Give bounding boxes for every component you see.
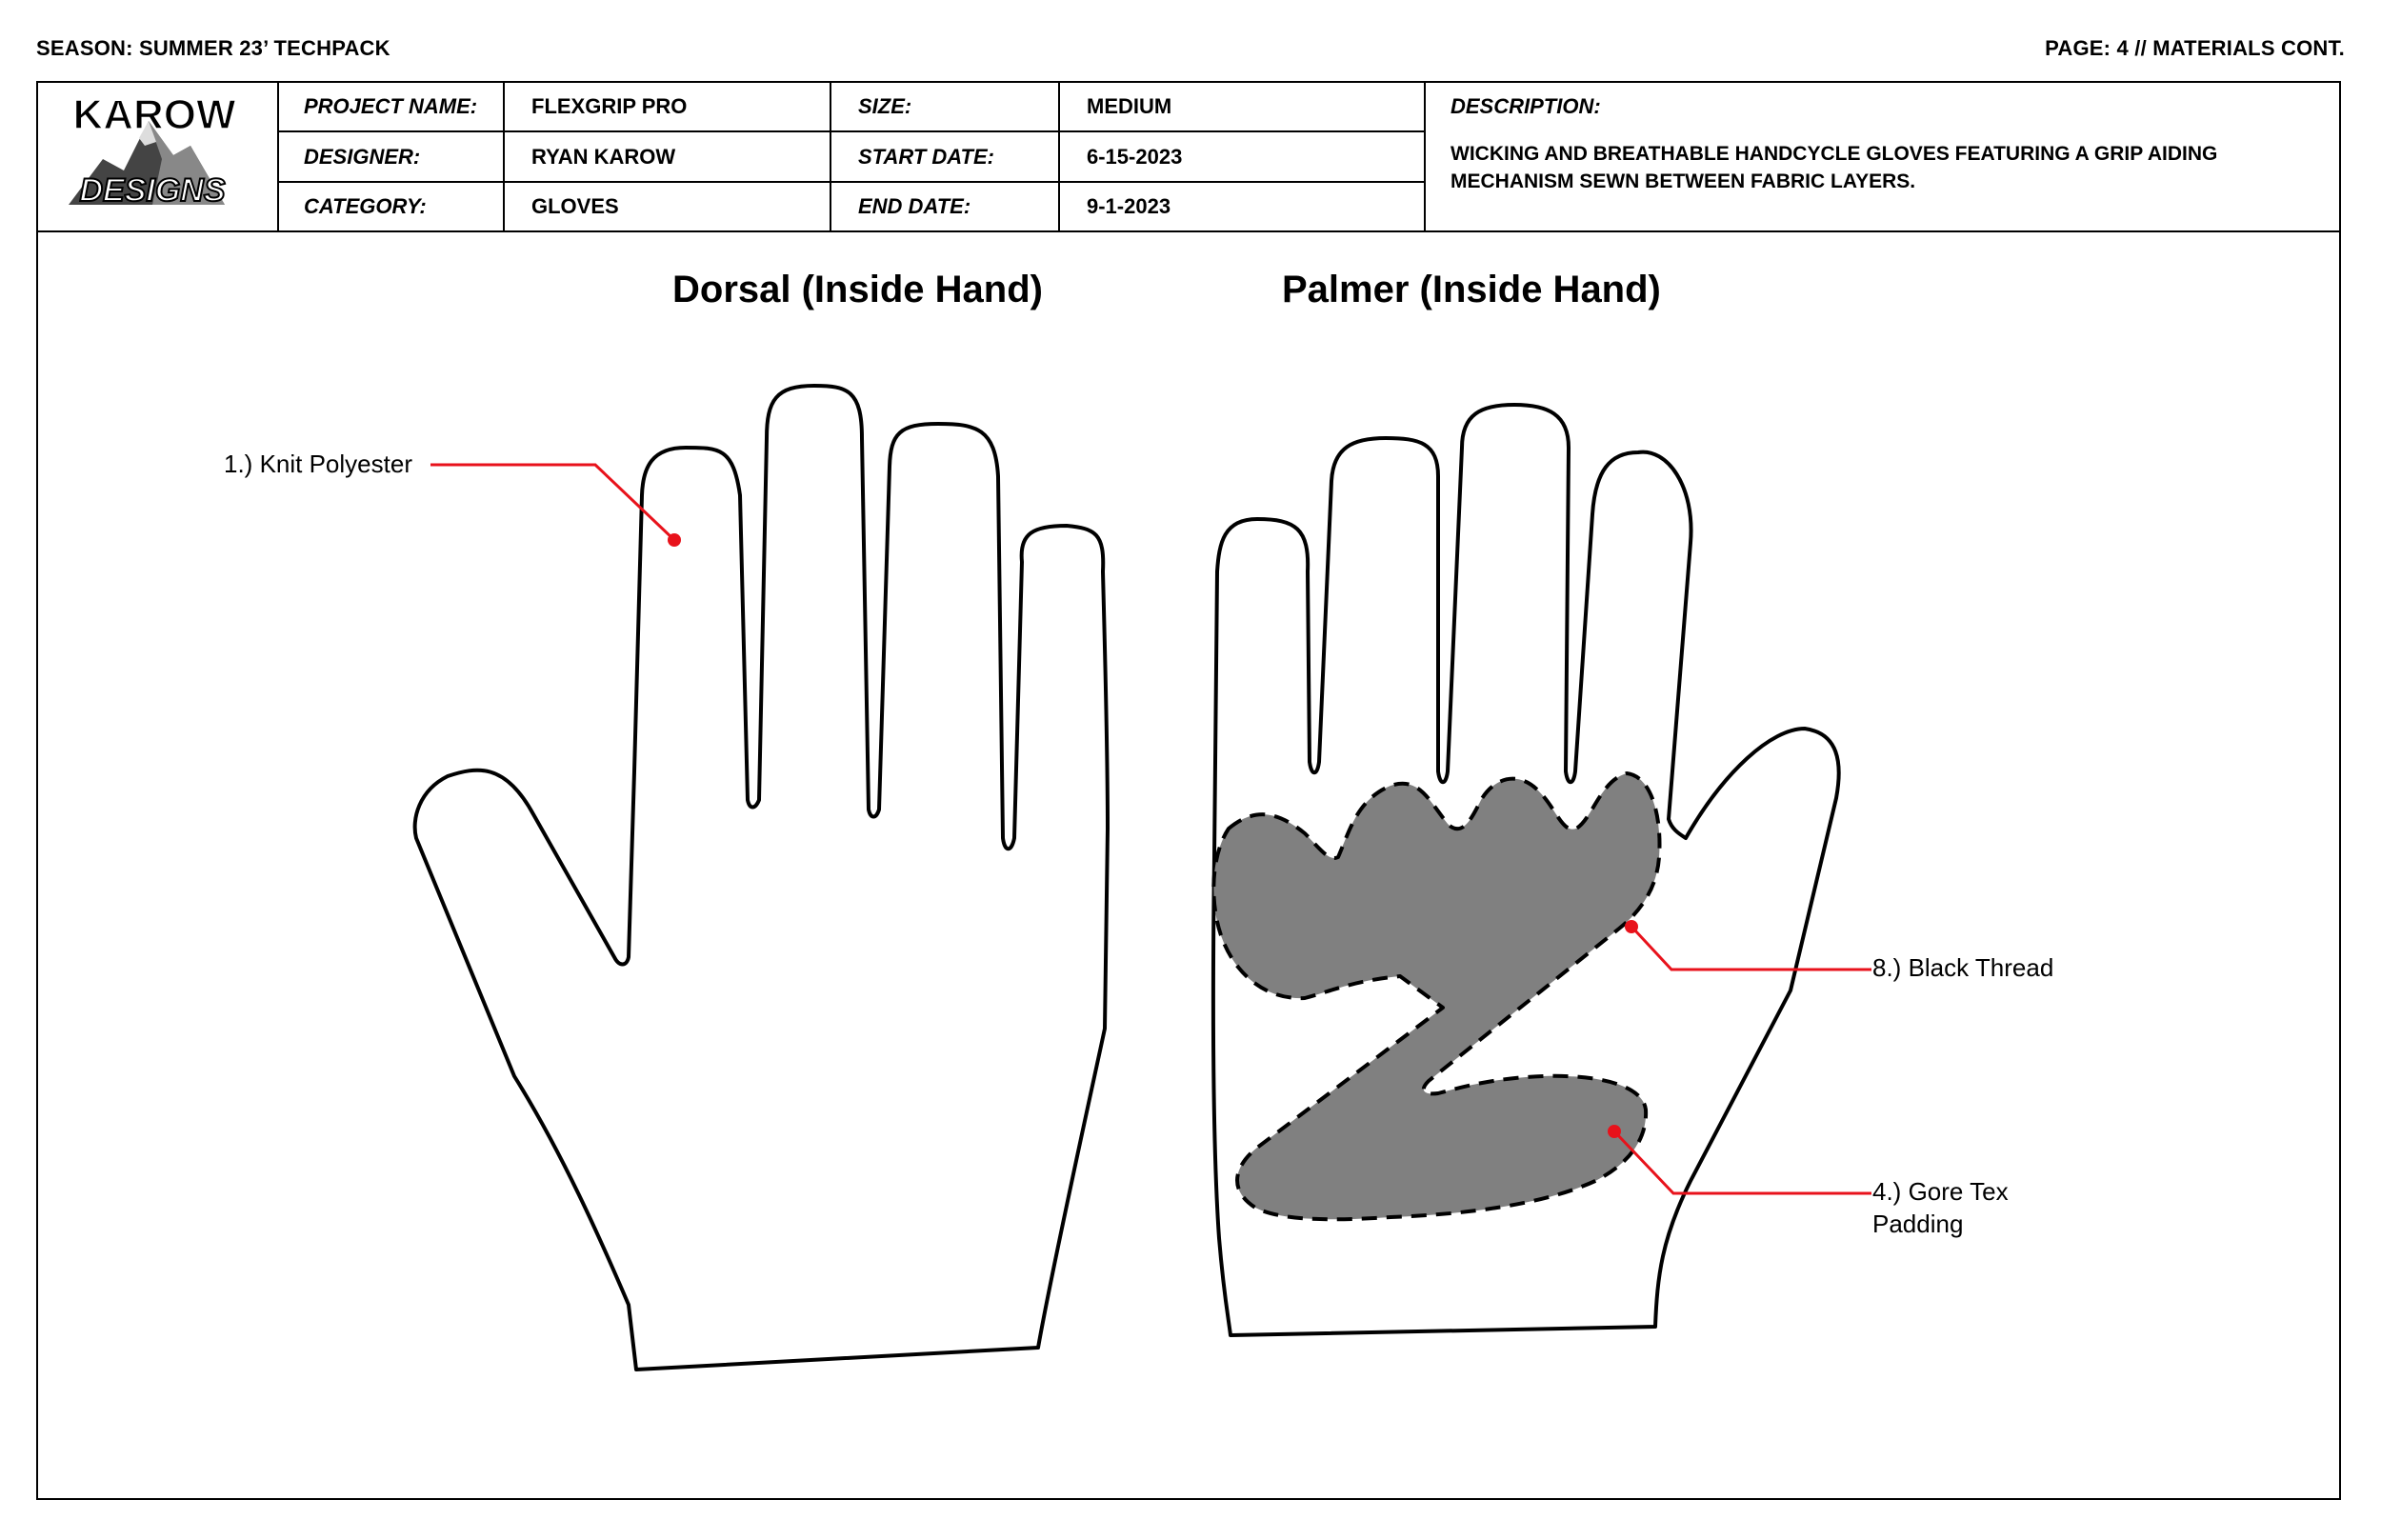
- gore-tex-label-line2: Padding: [1872, 1210, 1964, 1238]
- black-thread-dot: [1625, 920, 1638, 933]
- size-value: MEDIUM: [1087, 94, 1172, 118]
- logo-mountain-shade: [149, 121, 225, 205]
- header-block: KAROW DESIGNS PROJECT NAME: FLEXGRIP PRO…: [38, 83, 2339, 232]
- project-name-label: PROJECT NAME:: [304, 94, 478, 118]
- description-label: DESCRIPTION:: [1451, 94, 1601, 118]
- logo-word-karow: KAROW: [72, 92, 236, 138]
- designer-label: DESIGNER:: [304, 144, 421, 169]
- page-label: PAGE: 4 // MATERIALS CONT.: [2045, 36, 2345, 60]
- gore-tex-leader: [1614, 1131, 1871, 1195]
- grip-padding-upper: [1211, 771, 1662, 1222]
- black-thread-label: 8.) Black Thread: [1872, 953, 2054, 982]
- start-date-value: 6-15-2023: [1087, 144, 1183, 169]
- category-label: CATEGORY:: [304, 194, 427, 218]
- dorsal-glove-outline: [412, 384, 1110, 1371]
- gore-tex-dot: [1608, 1125, 1621, 1138]
- project-name-value: FLEXGRIP PRO: [531, 94, 688, 118]
- gore-tex-label-line1: 4.) Gore Tex: [1872, 1177, 2009, 1206]
- karow-designs-logo: KAROW DESIGNS: [69, 92, 237, 210]
- season-label: SEASON: SUMMER 23’ TECHPACK: [36, 36, 390, 60]
- end-date-label: END DATE:: [858, 194, 971, 218]
- knit-polyester-dot: [668, 533, 681, 547]
- category-value: GLOVES: [531, 194, 619, 218]
- gore-tex-label: 4.) Gore Tex Padding: [1872, 1175, 2009, 1240]
- size-label: SIZE:: [858, 94, 912, 118]
- description-text: WICKING AND BREATHABLE HANDCYCLE GLOVES …: [1451, 143, 2218, 192]
- end-date-value: 9-1-2023: [1087, 194, 1171, 218]
- designer-value: RYAN KAROW: [531, 144, 676, 169]
- logo-mountain-snow: [139, 121, 156, 146]
- knit-polyester-leader: [430, 463, 676, 542]
- palmer-title: Palmer (Inside Hand): [1282, 269, 1661, 310]
- techpack-frame: KAROW DESIGNS PROJECT NAME: FLEXGRIP PRO…: [36, 81, 2341, 1500]
- description-cell: DESCRIPTION: WICKING AND BREATHABLE HAND…: [1424, 83, 2339, 230]
- dorsal-title: Dorsal (Inside Hand): [672, 269, 1043, 310]
- start-date-label: START DATE:: [858, 144, 994, 169]
- logo-cell: KAROW DESIGNS: [38, 83, 279, 230]
- project-info-grid: PROJECT NAME: FLEXGRIP PRO SIZE: MEDIUM …: [277, 83, 1426, 230]
- palmer-glove-outline: [1211, 403, 1841, 1337]
- knit-polyester-label: 1.) Knit Polyester: [224, 450, 412, 478]
- black-thread-leader: [1631, 927, 1871, 971]
- logo-word-designs: DESIGNS: [79, 172, 225, 209]
